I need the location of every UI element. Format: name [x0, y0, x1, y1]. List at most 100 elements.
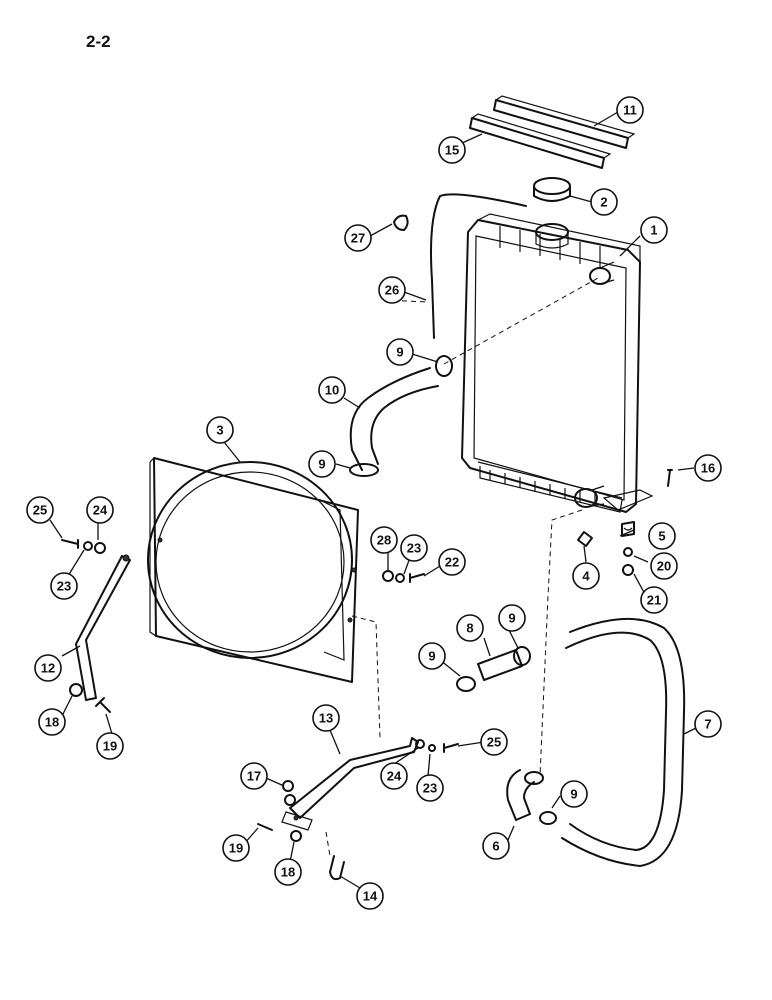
callout-9e: 9 [560, 780, 588, 808]
svg-text:23: 23 [57, 579, 71, 594]
lower-hose [561, 617, 686, 867]
seal-strip-upper [493, 95, 636, 149]
callout-27: 27 [344, 224, 372, 252]
overflow-tube [430, 193, 527, 339]
radiator [461, 213, 654, 513]
svg-text:19: 19 [229, 841, 243, 856]
svg-text:9: 9 [396, 345, 403, 360]
svg-text:14: 14 [363, 889, 378, 904]
radiator-cap [533, 177, 571, 202]
svg-text:5: 5 [658, 529, 665, 544]
callout-25a: 25 [26, 496, 54, 524]
callout-3: 3 [206, 416, 234, 444]
callout-23a: 23 [400, 534, 428, 562]
svg-text:1: 1 [650, 223, 657, 238]
callout-9d: 9 [418, 642, 446, 670]
callout-19b: 19 [222, 834, 250, 862]
mount-insulator [621, 521, 635, 537]
svg-text:22: 22 [445, 555, 459, 570]
bolt-left-bottom [95, 697, 111, 713]
support-brace-right [281, 737, 419, 831]
svg-text:3: 3 [216, 423, 223, 438]
callout-21: 21 [640, 586, 668, 614]
elbow-hose [506, 769, 544, 821]
lower-hose-clamp [539, 811, 557, 825]
callout-18a: 18 [38, 708, 66, 736]
svg-text:19: 19 [103, 739, 117, 754]
svg-text:9: 9 [428, 649, 435, 664]
callout-22: 22 [438, 548, 466, 576]
callout-12: 12 [34, 654, 62, 682]
svg-text:23: 23 [423, 781, 437, 796]
svg-text:7: 7 [704, 717, 711, 732]
svg-text:25: 25 [33, 503, 47, 518]
callout-14: 14 [356, 882, 384, 910]
assembly-lines [325, 277, 599, 857]
svg-text:25: 25 [487, 735, 501, 750]
callout-16: 16 [694, 454, 722, 482]
washer-left-top [83, 541, 93, 551]
svg-text:9: 9 [570, 787, 577, 802]
hose-clamp-upper [435, 355, 453, 377]
callout-4: 4 [572, 562, 600, 590]
svg-text:27: 27 [351, 231, 365, 246]
mount-nut [622, 564, 634, 576]
callout-9a: 9 [386, 338, 414, 366]
callout-8: 8 [456, 614, 484, 642]
callout-13: 13 [312, 704, 340, 732]
shroud-fasteners [382, 570, 425, 583]
svg-text:20: 20 [657, 559, 671, 574]
callout-2: 2 [590, 188, 618, 216]
svg-text:13: 13 [319, 711, 333, 726]
svg-text:16: 16 [701, 461, 715, 476]
callout-9c: 9 [498, 604, 526, 632]
u-bolt [329, 855, 345, 881]
short-hose [456, 646, 531, 692]
svg-text:28: 28 [377, 533, 391, 548]
callout-labels: 1 2 3 4 5 6 7 8 9 9 9 9 9 10 11 12 13 14… [26, 96, 722, 910]
upper-hose [349, 367, 439, 471]
svg-text:10: 10 [325, 383, 339, 398]
callout-28: 28 [370, 526, 398, 554]
callout-15: 15 [438, 136, 466, 164]
svg-text:21: 21 [647, 593, 661, 608]
svg-text:15: 15 [445, 143, 459, 158]
callout-23c: 23 [416, 774, 444, 802]
fan-shroud [147, 457, 359, 683]
svg-text:23: 23 [407, 541, 421, 556]
callout-25b: 25 [480, 728, 508, 756]
svg-text:6: 6 [492, 839, 499, 854]
support-brace-left [75, 554, 131, 701]
svg-text:9: 9 [508, 611, 515, 626]
callout-7: 7 [694, 710, 722, 738]
callout-17: 17 [240, 762, 268, 790]
svg-text:11: 11 [623, 103, 637, 118]
svg-text:26: 26 [385, 283, 399, 298]
svg-text:4: 4 [582, 569, 590, 584]
svg-text:17: 17 [247, 769, 261, 784]
svg-text:24: 24 [93, 503, 108, 518]
callout-24b: 24 [380, 762, 408, 790]
callout-9b: 9 [308, 450, 336, 478]
svg-text:12: 12 [41, 661, 55, 676]
bolt-left-top [61, 539, 79, 549]
callout-10: 10 [318, 376, 346, 404]
hose-clamp-upper-lower-end [349, 463, 379, 477]
tube-clip [393, 214, 409, 231]
svg-text:18: 18 [281, 865, 295, 880]
callout-6: 6 [482, 832, 510, 860]
callout-1: 1 [640, 216, 668, 244]
callout-26: 26 [378, 276, 406, 304]
callout-24a: 24 [86, 496, 114, 524]
callout-18b: 18 [274, 858, 302, 886]
page-number: 2-2 [86, 32, 111, 51]
callout-11: 11 [616, 96, 644, 124]
brace-hardware-right [257, 739, 459, 842]
leader-lines [49, 111, 697, 889]
drain-cock [577, 531, 593, 547]
nut-left-bottom [69, 683, 83, 697]
callout-20: 20 [650, 552, 678, 580]
callout-19a: 19 [96, 732, 124, 760]
svg-text:18: 18 [45, 715, 59, 730]
